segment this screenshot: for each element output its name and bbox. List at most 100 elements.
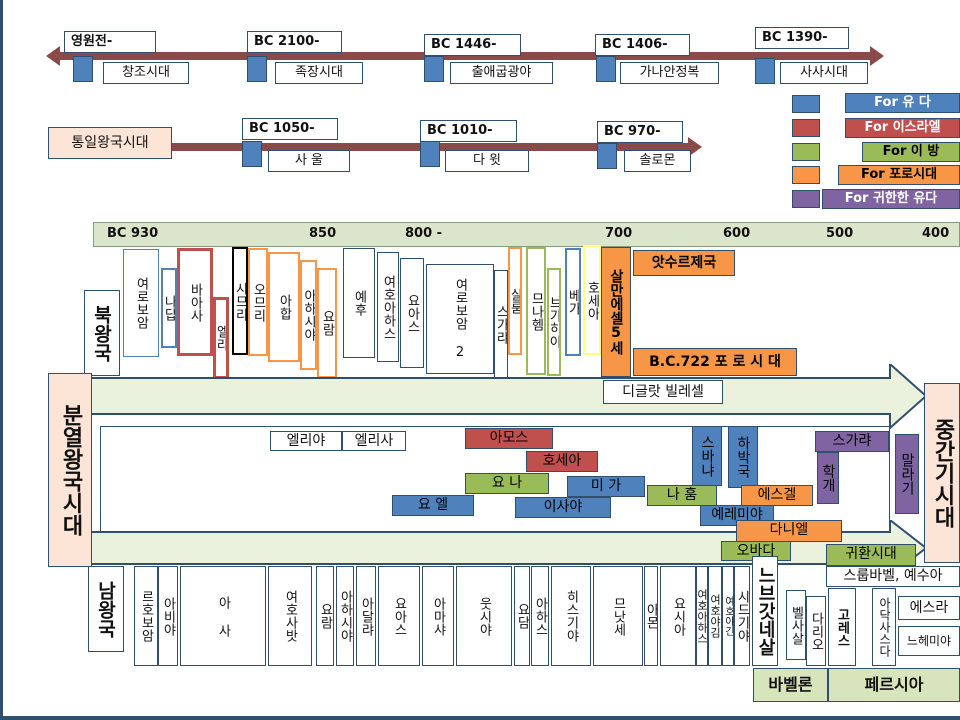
south-king-amaziah: 아마샤: [422, 566, 454, 666]
legend-swatch-judah: [792, 95, 820, 113]
period-marker-david: [420, 141, 440, 167]
north-king-omri: 오므리: [248, 248, 268, 356]
period-patriarchs: 족장시대: [275, 62, 363, 84]
north-king-joram: 요람: [317, 268, 337, 378]
king-solomon: 솔로몬: [624, 150, 691, 172]
north-king-jehu: 예후: [343, 248, 375, 358]
timeline-2-right-arrowhead: [688, 137, 702, 157]
legend-swatch-israel: [792, 119, 820, 137]
babylon-empire: 바벨론: [753, 668, 828, 702]
zerubbabel-jeshua: 스룹바벨, 예수아: [826, 566, 960, 587]
darius: 다리오: [806, 596, 826, 666]
south-king-manasseh: 므낫세: [593, 566, 643, 666]
south-king-abijah: 아비야: [158, 566, 178, 666]
north-king-elah: 엘라: [213, 297, 229, 379]
south-king-jehoshaphat: 여호사밧: [268, 566, 312, 666]
period-conquest: 가나안정복: [620, 62, 719, 84]
intertestamental-label: 중간기시대: [924, 383, 960, 563]
north-king-jeroboam2: 여로보암 2: [426, 264, 494, 374]
prophet-jonah: 요 나: [465, 473, 549, 494]
year-label-850: 850: [309, 226, 337, 241]
nebuchadnezzar: 느브갓네살: [752, 556, 778, 666]
south-king-joash: 요아스: [378, 566, 420, 666]
timeline-1-left-arrowhead: [46, 46, 60, 66]
divided-kingdom-label: 분열왕국시대: [48, 373, 92, 567]
period-start-bc1010: BC 1010-: [420, 120, 517, 142]
prophet-amos: 아모스: [465, 428, 553, 449]
north-king-ahaziah: 아하시야: [300, 260, 317, 370]
south-king-amon: 아몬: [644, 566, 658, 666]
prophet-elisha: 엘리사: [342, 431, 406, 451]
divided-kingdom-arrow-top: [90, 364, 928, 430]
south-kingdom-title: 남왕국: [88, 566, 124, 652]
south-king-rehoboam: 르호보암: [134, 566, 158, 666]
legend-exile: For 포로시대: [838, 165, 960, 185]
period-start-bc970: BC 970-: [597, 121, 683, 143]
north-king-menahem: 므나헴: [526, 247, 546, 375]
south-king-athaliah: 아달랴: [356, 566, 376, 666]
period-marker-solomon: [597, 143, 617, 169]
south-king-hezekiah: 히스기야: [551, 566, 591, 666]
prophet-haggai: 학개: [817, 452, 839, 504]
south-king-ahaz: 아하스: [531, 566, 549, 666]
year-label-400: 400: [922, 226, 950, 241]
artaxerxes: 아닥사스다: [872, 588, 896, 666]
north-king-shallum: 살룸: [508, 247, 522, 355]
prophet-zechariah: 스가랴: [815, 431, 889, 452]
tiglath-pileser: 디글랏 빌레셀: [603, 380, 723, 404]
legend-swatch-returned: [792, 190, 820, 208]
nehemiah: 느헤미야: [898, 626, 960, 656]
north-king-baasha: 바아사: [177, 248, 213, 356]
prophet-habakkuk: 하박국: [728, 426, 758, 488]
north-fall-722: B.C.722 포 로 시 대: [633, 348, 797, 376]
north-kingdom-title: 북왕국: [84, 290, 120, 376]
period-marker-saul: [242, 141, 262, 167]
prophet-micah: 미 가: [567, 476, 645, 497]
north-king-hoshea: 호세아: [583, 245, 601, 355]
year-label-700: 700: [605, 226, 633, 241]
north-king-jehoahaz: 여호아하스: [377, 252, 399, 362]
prophet-isaiah: 이사야: [515, 497, 611, 518]
period-start-eternity: 영원전-: [64, 31, 156, 53]
north-king-zimri: 시므리: [232, 247, 248, 355]
north-king-pekah: 베가: [565, 248, 581, 356]
prophet-malachi: 말라기: [895, 434, 919, 514]
year-label-500: 500: [826, 226, 854, 241]
left-frame-border: [0, 0, 3, 720]
united-kingdom-label: 통일왕국시대: [48, 127, 172, 159]
period-start-bc1050: BC 1050-: [242, 118, 338, 140]
legend-judah: For 유 다: [845, 93, 960, 113]
period-start-bc1390: BC 1390-: [755, 27, 849, 49]
north-king-zechariah: 스가랴: [494, 270, 508, 378]
north-king-nadab: 나답: [161, 268, 177, 348]
legend-swatch-exile: [792, 166, 820, 184]
south-king-josiah: 요시아: [660, 566, 696, 666]
prophet-nahum: 나 훔: [647, 485, 717, 506]
south-king-zedekiah: 시드기야: [734, 566, 750, 666]
year-label-930: BC 930: [107, 226, 159, 241]
south-king-uzziah: 웃시야: [456, 566, 512, 666]
timeline-line-1: [60, 52, 872, 60]
ezra: 에스라: [898, 596, 960, 620]
year-label-600: 600: [723, 226, 751, 241]
prophet-elijah: 엘리야: [270, 431, 342, 451]
north-king-shalmaneser: 살만에셀5세: [601, 247, 631, 377]
north-king-joash: 요아스: [400, 258, 424, 368]
south-king-jehoiachin: 여호야긴: [722, 566, 734, 666]
prophet-zephaniah: 스바냐: [692, 426, 722, 486]
persian-empire: 페르시아: [828, 668, 960, 702]
year-axis-bar: [93, 222, 960, 247]
period-marker-creation: [73, 56, 93, 82]
north-king-ahab: 아합: [268, 252, 300, 362]
prophet-daniel: 다니엘: [736, 520, 842, 542]
legend-swatch-gentiles: [792, 143, 820, 161]
period-judges: 사사시대: [780, 62, 868, 84]
south-king-asa: 아 사: [180, 566, 266, 666]
prophet-ezekiel: 에스겔: [741, 485, 813, 506]
period-marker-exodus: [424, 56, 444, 82]
south-king-jotham: 요담: [514, 566, 530, 666]
period-creation: 창조시대: [103, 62, 189, 84]
prophet-hosea: 호세아: [526, 451, 598, 472]
year-label-800: 800 -: [405, 226, 443, 241]
return-era: 귀환시대: [826, 544, 916, 566]
